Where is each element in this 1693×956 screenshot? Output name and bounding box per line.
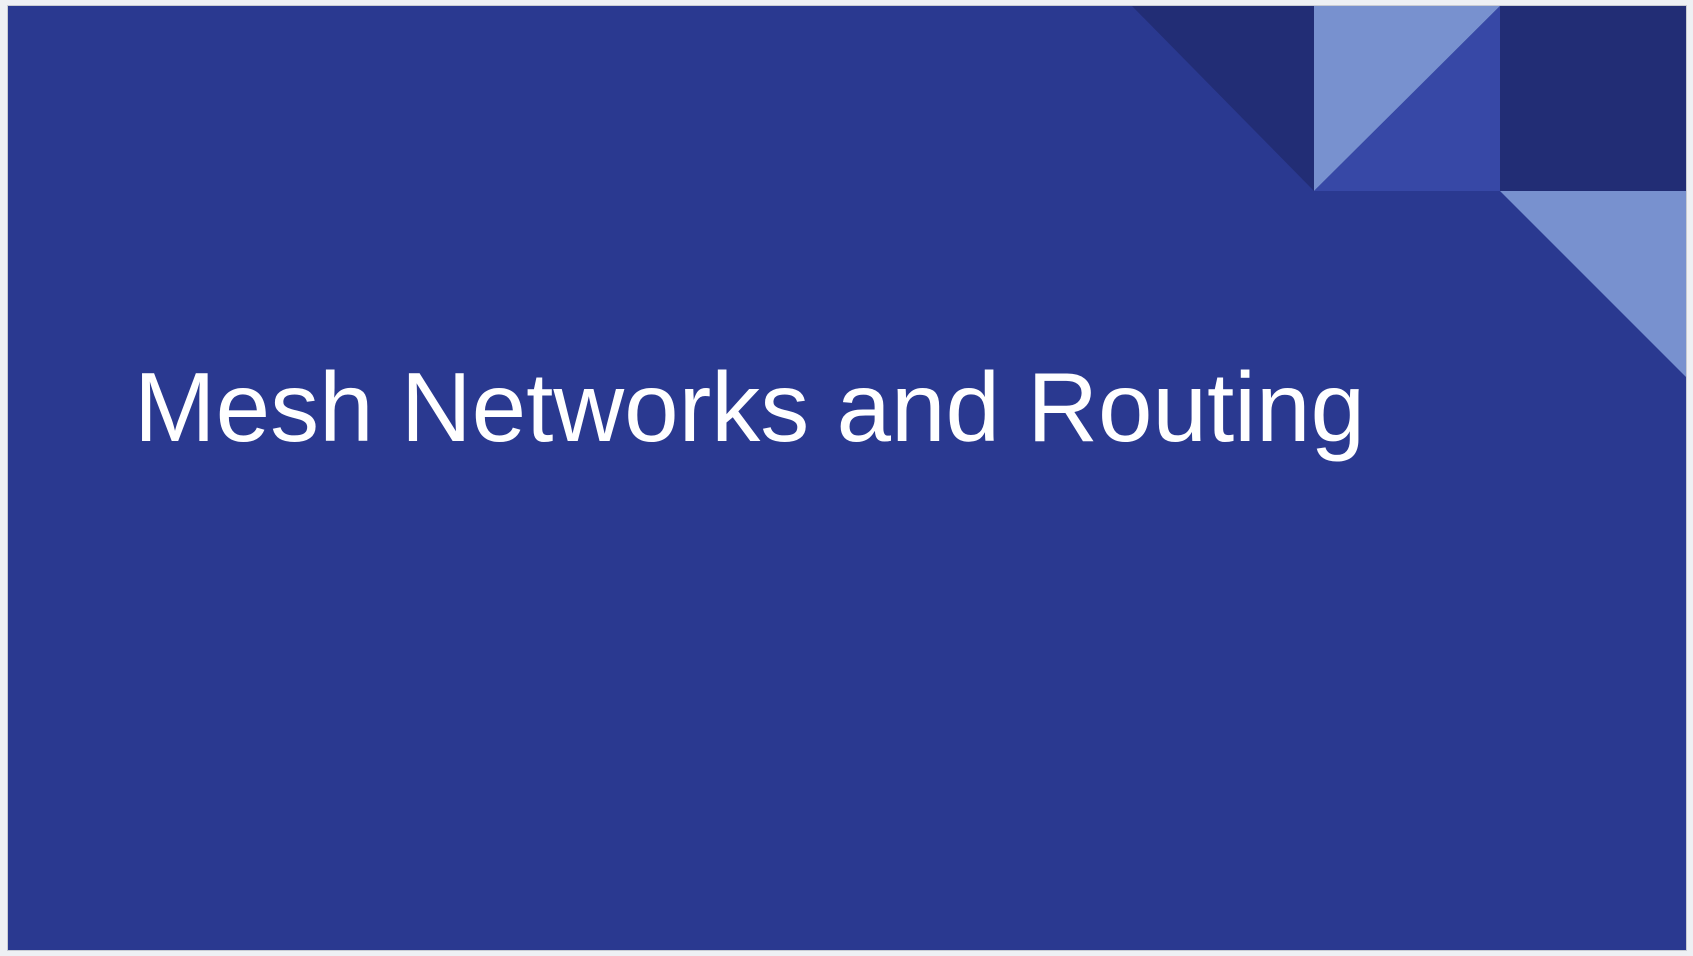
dark-triangle-left xyxy=(1132,6,1314,191)
light-triangle-right xyxy=(1500,191,1686,377)
mid-triangle xyxy=(1314,6,1500,191)
slide[interactable]: Mesh Networks and Routing xyxy=(8,6,1686,950)
corner-decoration xyxy=(1132,6,1686,377)
dark-square-right xyxy=(1500,6,1686,191)
slide-title[interactable]: Mesh Networks and Routing xyxy=(134,352,1366,462)
